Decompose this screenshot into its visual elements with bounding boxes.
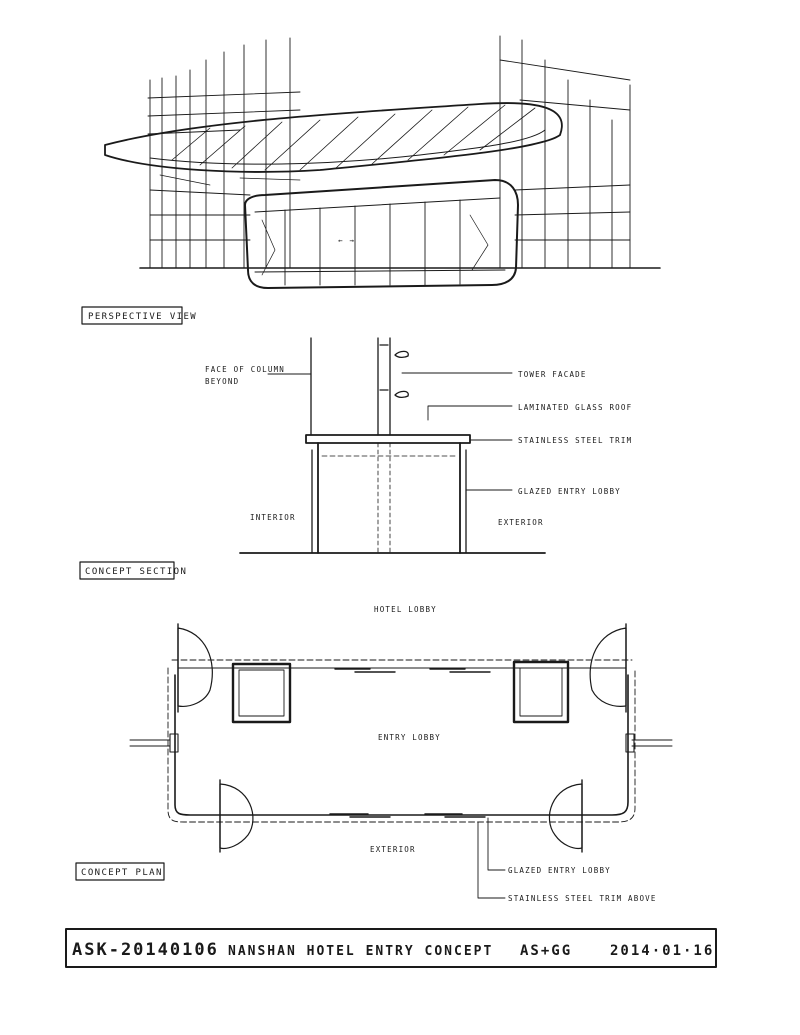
label-stainless-steel-trim: STAINLESS STEEL TRIM: [518, 436, 632, 445]
plan-column-right: [512, 660, 570, 724]
concept-plan: HOTEL LOBBY: [75, 605, 673, 903]
canopy: [104, 102, 563, 186]
title-block: ASK-20140106 NANSHAN HOTEL ENTRY CONCEPT…: [65, 928, 717, 968]
revolving-door-bottom-left: [219, 783, 254, 850]
concept-section: FACE OF COLUMN BEYOND TOWER FACADE LAMIN…: [79, 337, 632, 580]
revolving-door-top-right: [589, 627, 627, 707]
plan-tag-box: [75, 862, 165, 881]
tower-facade-grid: [147, 35, 631, 269]
drawing-authors: AS+GG: [520, 943, 572, 959]
label-stainless-steel-trim-above: STAINLESS STEEL TRIM ABOVE: [508, 894, 657, 903]
door-arrows: ← →: [338, 236, 355, 245]
label-glazed-entry-lobby: GLAZED ENTRY LOBBY: [518, 487, 621, 496]
glazed-pavilion: [244, 179, 519, 289]
label-plan-glazed-entry-lobby: GLAZED ENTRY LOBBY: [508, 866, 611, 875]
section-roof: [305, 434, 471, 444]
label-hotel-lobby: HOTEL LOBBY: [374, 605, 437, 614]
label-interior: INTERIOR: [250, 513, 296, 522]
label-laminated-glass-roof: LAMINATED GLASS ROOF: [518, 403, 632, 412]
label-face-of-column-1: FACE OF COLUMN: [205, 365, 285, 374]
label-tower-facade: TOWER FACADE: [518, 370, 587, 379]
title-block-frame: [65, 928, 717, 968]
revolving-door-top-left: [177, 627, 213, 707]
section-leaders: [267, 372, 513, 491]
label-plan-exterior: EXTERIOR: [370, 845, 416, 854]
label-exterior: EXTERIOR: [498, 518, 544, 527]
concept-section-tag: CONCEPT SECTION: [85, 567, 187, 577]
section-tag-box: [79, 561, 175, 580]
drawing-number: ASK-20140106: [72, 940, 219, 960]
plan-linework: [129, 623, 673, 899]
label-entry-lobby: ENTRY LOBBY: [378, 733, 441, 742]
section-linework: [239, 337, 546, 554]
drawing-date: 2014·01·16: [610, 943, 714, 959]
perspective-view-tag: PERSPECTIVE VIEW: [88, 312, 197, 322]
concept-plan-tag: CONCEPT PLAN: [81, 868, 163, 878]
perspective-view: ← → PERSPECTIVE VIEW: [81, 35, 661, 325]
label-face-of-column-2: BEYOND: [205, 377, 239, 386]
plan-column-left: [231, 662, 292, 724]
drawing-name: NANSHAN HOTEL ENTRY CONCEPT: [228, 944, 493, 959]
revolving-door-bottom-right: [548, 783, 583, 850]
perspective-tag-box: [81, 306, 183, 325]
